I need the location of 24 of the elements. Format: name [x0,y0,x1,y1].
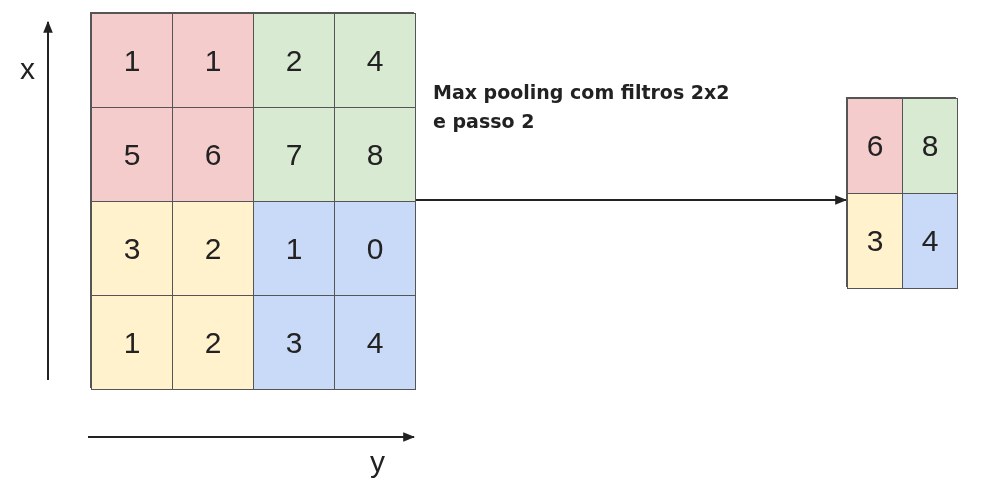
matrix-cell: 4 [902,193,958,289]
matrix-cell: 6 [172,107,254,202]
matrix-cell: 2 [172,201,254,296]
matrix-cell: 0 [334,201,416,296]
matrix-cell: 2 [172,295,254,390]
matrix-cell: 3 [91,201,173,296]
matrix-cell: 6 [847,98,903,194]
matrix-cell: 8 [334,107,416,202]
matrix-grid [846,97,956,287]
matrix-cell: 3 [847,193,903,289]
matrix-cell: 1 [172,13,254,108]
matrix-cell: 5 [91,107,173,202]
matrix-cell: 2 [253,13,335,108]
matrix-grid [90,12,414,388]
matrix-cell: 1 [91,295,173,390]
axis-label: x [20,52,35,86]
axis-label: y [370,445,385,479]
matrix-cell: 4 [334,13,416,108]
matrix-cell: 1 [253,201,335,296]
matrix-cell: 7 [253,107,335,202]
matrix-cell: 3 [253,295,335,390]
matrix-cell: 8 [902,98,958,194]
matrix-cell: 4 [334,295,416,390]
matrix-cell: 1 [91,13,173,108]
